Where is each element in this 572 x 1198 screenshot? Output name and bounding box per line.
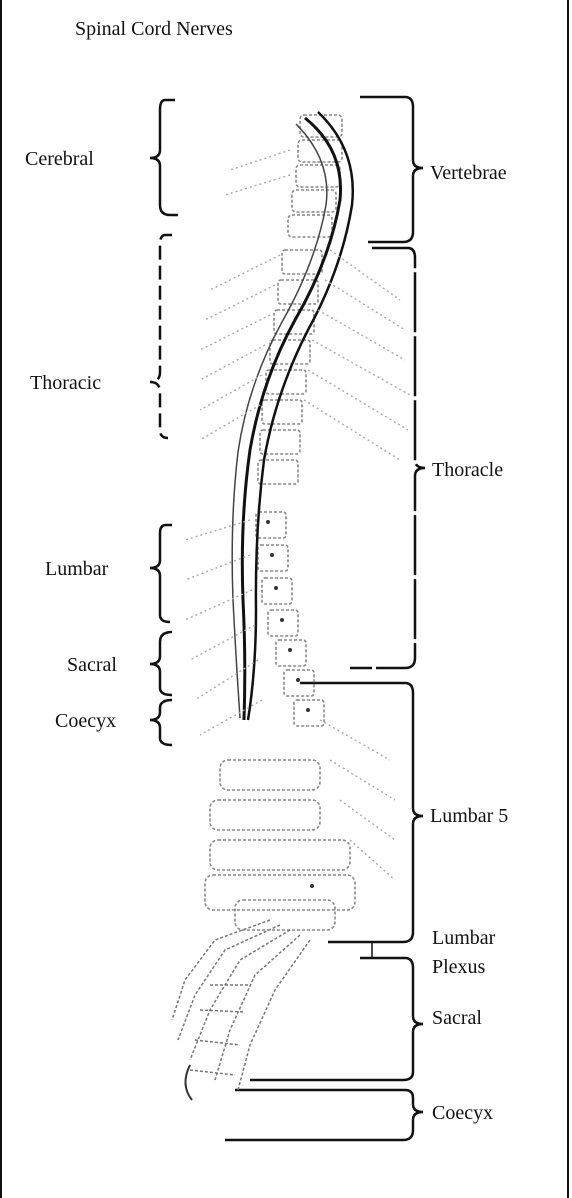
label-coccyx-right: Coecyx bbox=[432, 1101, 493, 1125]
spinal-cord bbox=[232, 112, 353, 720]
brace-coccyx-right bbox=[225, 1090, 423, 1140]
label-sacral-right: Sacral bbox=[432, 1006, 482, 1030]
label-sacral-left: Sacral bbox=[67, 653, 117, 677]
brace-thoracle bbox=[350, 248, 425, 668]
brace-coccyx bbox=[150, 700, 172, 745]
label-lumbar-plexus-line2: Plexus bbox=[432, 955, 485, 979]
nerve-roots bbox=[185, 150, 410, 880]
vertebra-dots bbox=[266, 520, 314, 888]
brace-sacral-right bbox=[250, 958, 423, 1080]
label-lumbar: Lumbar bbox=[45, 557, 108, 581]
label-lumbar-plexus-line1: Lumbar bbox=[432, 926, 495, 950]
label-lumbar5: Lumbar 5 bbox=[430, 804, 508, 828]
sacral-plexus bbox=[172, 920, 310, 1090]
label-cerebral: Cerebral bbox=[25, 147, 94, 171]
brace-lumbar bbox=[150, 525, 172, 622]
label-coccyx-left: Coecyx bbox=[55, 709, 116, 733]
brace-sacral bbox=[150, 632, 172, 695]
label-thoracic: Thoracic bbox=[30, 371, 101, 395]
label-thoracle: Thoracle bbox=[432, 458, 503, 482]
label-vertebrae: Vertebrae bbox=[430, 161, 507, 185]
brace-lumbar5 bbox=[300, 683, 423, 942]
left-braces bbox=[150, 100, 178, 745]
brace-vertebrae bbox=[360, 97, 423, 242]
brace-cerebral bbox=[150, 100, 178, 215]
brace-thoracic bbox=[150, 235, 172, 438]
